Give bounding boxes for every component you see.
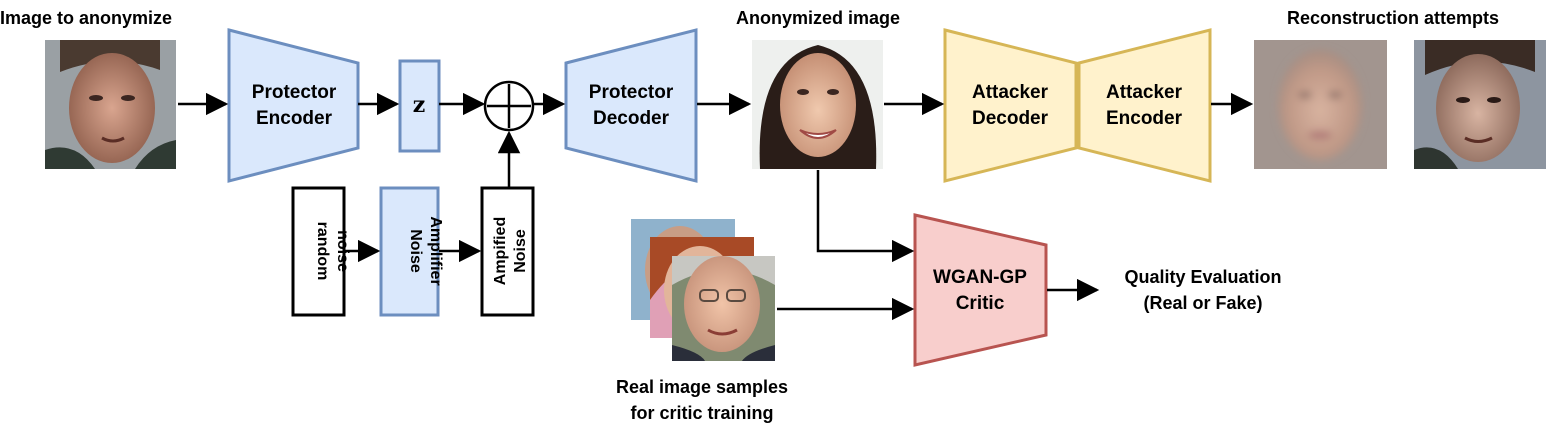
reconstruction-caption: Reconstruction attempts — [1287, 8, 1499, 28]
amplified-noise-block: Ampified Noise — [480, 186, 535, 317]
input-face-photo — [45, 40, 176, 169]
protector-decoder-block: Protector Decoder — [564, 28, 698, 183]
random-noise-label-line2: noise — [334, 230, 351, 272]
amplified-noise-label-line1: Ampified — [492, 217, 509, 285]
reconstruction-sharp-photo — [1414, 40, 1546, 169]
attacker-encoder-label-line2: Encoder — [1106, 108, 1183, 129]
anonymized-image-caption: Anonymized image — [736, 8, 900, 28]
protector-encoder-label-line2: Encoder — [256, 108, 333, 129]
protector-decoder-label-line2: Decoder — [593, 108, 670, 129]
real-samples-caption-line1: Real image samples — [616, 377, 788, 397]
attacker-encoder-label-line1: Attacker — [1106, 82, 1183, 103]
protector-decoder-label-line1: Protector — [589, 82, 674, 103]
input-image-caption: Image to anonymize — [0, 8, 172, 28]
protector-encoder-label-line1: Protector — [252, 82, 337, 103]
noise-amplifier-label-line2: Amplifier — [427, 216, 444, 285]
latent-z-label: z — [413, 92, 426, 118]
critic-label-line2: Critic — [956, 293, 1005, 314]
wgan-gp-critic-block: WGAN-GP Critic — [913, 213, 1048, 367]
arrow-anonymized-to-critic — [816, 170, 915, 263]
attacker-decoder-label-line2: Decoder — [972, 108, 1049, 129]
reconstruction-blurry-photo — [1254, 40, 1387, 169]
real-samples-photo-stack — [631, 219, 775, 361]
protector-encoder-block: Protector Encoder — [227, 28, 360, 183]
quality-evaluation-label-line1: Quality Evaluation — [1124, 267, 1281, 287]
critic-label-line1: WGAN-GP — [933, 267, 1027, 288]
circled-plus-icon — [483, 80, 535, 132]
noise-amplifier-label-line1: Noise — [407, 229, 424, 273]
quality-evaluation-label-line2: (Real or Fake) — [1143, 293, 1262, 313]
attacker-decoder-block: Attacker Decoder — [943, 28, 1078, 183]
attacker-decoder-label-line1: Attacker — [972, 82, 1049, 103]
attacker-encoder-block: Attacker Encoder — [1077, 28, 1212, 183]
real-samples-caption-line2: for critic training — [630, 403, 773, 423]
random-noise-label-line1: random — [314, 222, 331, 281]
latent-z-block: z — [398, 59, 441, 153]
noise-amplifier-block: Noise Amplifier — [379, 186, 444, 317]
anonymized-face-photo — [752, 40, 883, 169]
amplified-noise-label-line2: Noise — [512, 229, 529, 273]
random-noise-block: random noise — [291, 186, 351, 317]
